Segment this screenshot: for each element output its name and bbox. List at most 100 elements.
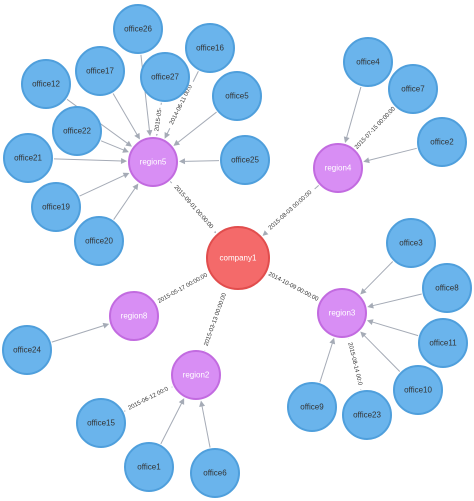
edge-label-background [344,337,365,391]
node-office16[interactable]: office16 [185,23,235,73]
node-office22[interactable]: office22 [52,106,102,156]
node-office1[interactable]: office1 [124,442,174,492]
edge-office7-region4[interactable]: 2015-07-15 00:00:00 [350,102,401,155]
node-label: office4 [356,58,380,67]
edge-office19-region5[interactable] [79,172,130,197]
node-label: office25 [231,156,259,165]
edge-region2-company1[interactable]: 2015-03-13 00:00:00 [201,287,231,352]
edge-arrowhead [363,157,370,164]
edge-office21-region5[interactable] [53,157,128,164]
node-office3[interactable]: office3 [386,218,436,268]
edge-region4-company1[interactable]: 2015-08-03 00:00:00 [262,185,320,236]
edge-office25-region5[interactable] [178,158,220,165]
edge-arrowhead [132,183,139,191]
node-office10[interactable]: office10 [393,365,443,415]
node-office25[interactable]: office25 [220,135,270,185]
edge-arrowhead [120,157,128,164]
edge-office10-region3[interactable] [360,331,401,372]
office-node-circle [3,133,53,183]
edge-office24-region8[interactable] [51,322,110,343]
edge-line [113,187,136,220]
node-office15[interactable]: office15 [76,398,126,448]
node-region4[interactable]: region4 [313,143,363,193]
node-label: office5 [225,92,249,101]
node-office21[interactable]: office21 [3,133,53,183]
edge-arrowhead [199,400,206,407]
node-region5[interactable]: region5 [128,137,178,187]
node-label: office26 [124,25,152,34]
office-node-circle [342,390,392,440]
edge-arrowhead [262,229,269,236]
edge-line [363,334,401,372]
node-office17[interactable]: office17 [75,46,125,96]
node-company1[interactable]: company1 [206,226,270,290]
company-node-circle [206,226,270,290]
office-node-circle [2,325,52,375]
node-office6[interactable]: office6 [190,448,240,498]
office-node-circle [113,4,163,54]
edge-office17-region5[interactable] [112,93,140,140]
node-label: office15 [87,419,115,428]
node-office8[interactable]: office8 [422,263,472,313]
edge-label-background [201,287,231,352]
edge-region3-company1[interactable]: 2014-10-09 00:00:00 [262,268,324,306]
node-label: office10 [404,386,432,395]
node-label: region3 [329,309,356,318]
edge-line [319,342,334,383]
office-node-circle [52,106,102,156]
edge-office15-region2[interactable]: 2015-06-12 00:0 [123,383,174,415]
edge-office8-region3[interactable] [367,293,422,309]
edge-arrowhead [329,337,336,345]
edge-region5-company1[interactable]: 2015-09-01 00:00:00 [168,180,218,235]
node-region3[interactable]: region3 [317,288,367,338]
edge-office2-region4[interactable] [363,147,417,164]
node-label: office17 [86,67,114,76]
node-office20[interactable]: office20 [74,216,124,266]
edge-line [160,402,183,445]
edge-arrowhead [178,398,185,405]
edge-office23-region3[interactable]: 2015-08-14 00:0 [344,337,365,391]
node-label: region8 [121,312,148,321]
node-office12[interactable]: office12 [21,59,71,109]
node-office23[interactable]: office23 [342,390,392,440]
edge-office4-region4[interactable] [343,86,362,143]
edge-label-background [350,102,401,155]
edge-label-background [262,268,324,306]
office-node-circle [417,117,467,167]
edge-office9-region3[interactable] [319,337,336,383]
edge-office5-region5[interactable] [173,111,217,146]
edge-office11-region3[interactable] [366,319,419,337]
edge-office1-region2[interactable] [160,398,185,445]
node-region8[interactable]: region8 [109,291,159,341]
edge-label-background [166,79,197,131]
node-office9[interactable]: office9 [287,382,337,432]
edge-office22-region5[interactable] [100,140,129,153]
edge-office3-region3[interactable] [360,261,394,295]
region-node-circle [317,288,367,338]
edge-arrowhead [360,288,367,295]
edge-office27-region5[interactable]: 2015-05- [152,102,166,137]
node-office11[interactable]: office11 [418,318,468,368]
node-label: office22 [63,127,91,136]
edge-label: 2015-07-15 00:00:00 [354,106,397,151]
node-office2[interactable]: office2 [417,117,467,167]
edge-line [372,293,422,307]
node-label: office16 [196,44,224,53]
edge-line [112,93,138,136]
node-label: office23 [353,411,381,420]
office-node-circle [386,218,436,268]
edge-office20-region5[interactable] [113,183,139,220]
node-office7[interactable]: office7 [388,64,438,114]
node-office5[interactable]: office5 [212,71,262,121]
node-office27[interactable]: office27 [140,52,190,102]
node-region2[interactable]: region2 [171,350,221,400]
node-office24[interactable]: office24 [2,325,52,375]
edge-office6-region2[interactable] [199,400,211,448]
edge-region8-company1[interactable]: 2015-05-17 00:00:00 [152,269,214,308]
node-label: office19 [42,203,70,212]
node-office4[interactable]: office4 [343,37,393,87]
edge-line [177,111,217,144]
nodes-layer: company1 region5 region4 region3 region8 regi… [2,4,472,498]
node-office26[interactable]: office26 [113,4,163,54]
node-office19[interactable]: office19 [31,182,81,232]
